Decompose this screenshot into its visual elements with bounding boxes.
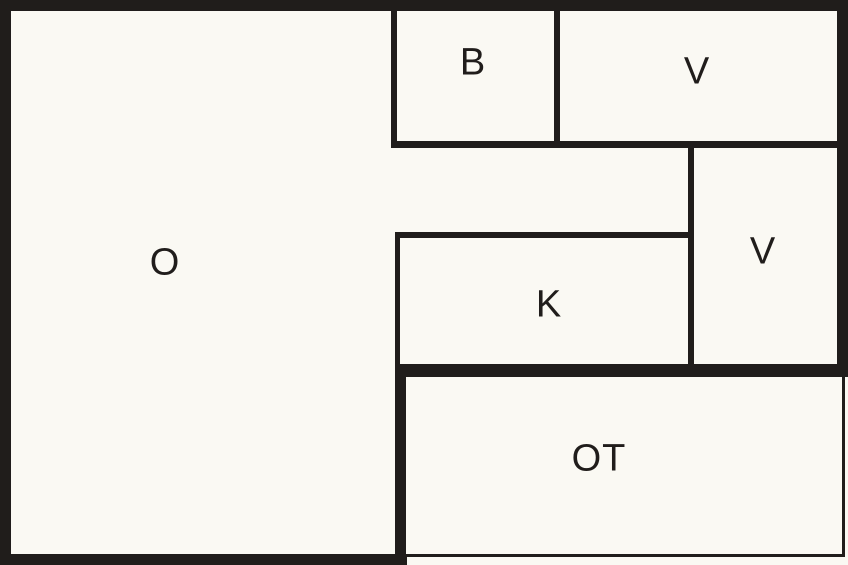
- wall-room-k-left: [395, 232, 400, 368]
- wall-room-b-v-divider: [554, 11, 560, 142]
- wall-room-k-top: [397, 232, 694, 238]
- wall-room-b-left: [391, 11, 397, 148]
- wall-outer-right-upper: [837, 0, 848, 377]
- wall-outer-left: [0, 0, 11, 565]
- room-label-ot: OT: [571, 437, 627, 480]
- wall-terrace-bottom-thin: [406, 554, 845, 557]
- wall-outer-top: [0, 0, 848, 11]
- room-label-v-top: V: [683, 50, 711, 93]
- wall-outer-bottom-left: [0, 554, 407, 565]
- room-label-v-right: V: [749, 230, 777, 273]
- wall-room-o-right-lower: [395, 364, 406, 554]
- room-label-o: O: [149, 241, 181, 284]
- wall-hallway-top: [391, 141, 848, 148]
- room-label-k: K: [535, 283, 563, 326]
- room-label-b: B: [459, 41, 487, 84]
- wall-terrace-top-thick: [395, 364, 848, 377]
- wall-room-v-right-left: [688, 148, 694, 370]
- wall-terrace-right-thin: [842, 377, 845, 557]
